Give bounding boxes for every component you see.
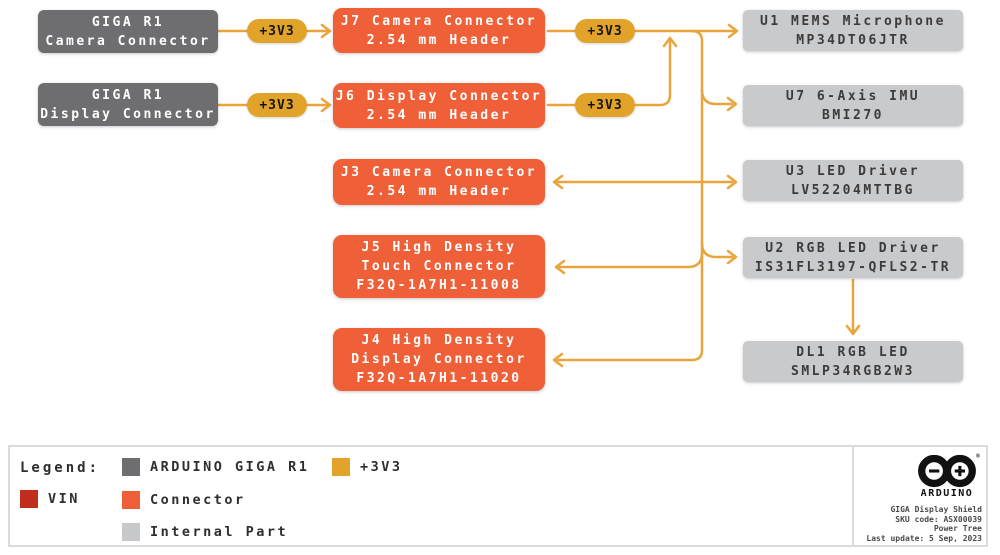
node-line: 2.54 mm Header [366, 107, 512, 123]
badge-label: +3V3 [259, 23, 295, 39]
legend-item-3v3: +3V3 [332, 458, 403, 476]
node-line: J5 High Density [361, 240, 517, 255]
legend-item-connector: Connector [122, 491, 246, 509]
node-u3-led-driver: U3 LED Driver LV52204MTTBG [743, 160, 963, 201]
node-line: J7 Camera Connector [340, 13, 538, 29]
node-line: Display Connector [40, 106, 216, 122]
node-line: BMI270 [822, 107, 884, 123]
internal-part-swatch [122, 523, 140, 541]
connector-swatch [122, 491, 140, 509]
brand-info: GIGA Display Shield SKU code: ASX00039 P… [866, 505, 982, 543]
arrow-into-u3 [726, 174, 738, 190]
brand-divider [852, 447, 854, 545]
arrow-into-u2 [726, 249, 738, 265]
arrow-into-j6 [320, 97, 332, 113]
edge-j6-rail [546, 39, 672, 107]
power-badge-3v3: +3V3 [575, 93, 635, 117]
node-line: GIGA R1 [91, 14, 165, 30]
3v3-swatch [332, 458, 350, 476]
info-last-update: Last update: 5 Sep, 2023 [866, 533, 982, 543]
node-giga-r1-camera: GIGA R1 Camera Connector [38, 10, 218, 53]
edge-rail-j5 [556, 251, 704, 269]
node-line: J6 Display Connector [335, 88, 543, 104]
power-badge-3v3: +3V3 [247, 93, 307, 117]
arrow-into-u7 [726, 96, 738, 112]
badge-label: +3V3 [587, 97, 623, 113]
node-u7-imu: U7 6-Axis IMU BMI270 [743, 85, 963, 126]
node-u1-mems-microphone: U1 MEMS Microphone MP34DT06JTR [743, 10, 963, 51]
node-line: F32Q-1A7H1-11008 [356, 278, 522, 293]
power-badge-3v3: +3V3 [247, 19, 307, 43]
edge-rail-u2 [700, 241, 734, 259]
node-j3-camera-connector: J3 Camera Connector 2.54 mm Header [333, 159, 545, 205]
node-line: U3 LED Driver [785, 163, 921, 179]
node-giga-r1-display: GIGA R1 Display Connector [38, 83, 218, 126]
node-u2-rgb-led-driver: U2 RGB LED Driver IS31FL3197-QFLS2-TR [743, 237, 963, 278]
arrow-into-j5 [554, 259, 566, 275]
arrow-into-j3 [552, 174, 564, 190]
arduino-wordmark: ARDUINO [920, 488, 974, 499]
node-j7-camera-connector: J7 Camera Connector 2.54 mm Header [333, 8, 545, 53]
svg-text:®: ® [976, 453, 980, 460]
badge-label: +3V3 [587, 23, 623, 39]
node-line: U7 6-Axis IMU [785, 88, 921, 104]
legend-label: Connector [150, 492, 246, 508]
node-line: U2 RGB LED Driver [765, 240, 941, 256]
node-line: LV52204MTTBG [791, 182, 915, 198]
info-sku: SKU code: ASX00039 [895, 514, 982, 524]
brand-block: ® ARDUINO GIGA Display Shield SKU code: … [854, 447, 988, 545]
info-product: GIGA Display Shield [890, 505, 982, 514]
legend-label: Internal Part [150, 524, 289, 540]
trunk-rail [554, 29, 704, 362]
node-line: F32Q-1A7H1-11020 [356, 371, 522, 386]
arrow-into-dl1 [845, 324, 861, 336]
power-badge-3v3: +3V3 [575, 19, 635, 43]
edge-rail-u7 [700, 88, 734, 106]
node-line: 2.54 mm Header [366, 184, 512, 199]
node-line: Display Connector [351, 352, 527, 367]
node-line: 2.54 mm Header [366, 32, 512, 48]
legend-label: +3V3 [360, 459, 403, 475]
wire-layer [216, 23, 861, 368]
node-j5-touch-connector: J5 High Density Touch Connector F32Q-1A7… [333, 235, 545, 298]
arrow-up-rail [662, 36, 678, 48]
node-line: MP34DT06JTR [796, 32, 910, 48]
legend-item-vin: VIN [20, 490, 80, 508]
legend-label: ARDUINO GIGA R1 [150, 459, 310, 475]
info-doc-type: Power Tree [933, 524, 982, 533]
arrow-into-j4 [552, 352, 564, 368]
node-j6-display-connector: J6 Display Connector 2.54 mm Header [333, 83, 545, 128]
badge-label: +3V3 [259, 97, 295, 113]
node-line: Camera Connector [45, 33, 211, 49]
legend-title: Legend: [20, 460, 101, 476]
node-j4-display-connector: J4 High Density Display Connector F32Q-1… [333, 328, 545, 391]
node-line: U1 MEMS Microphone [760, 13, 946, 29]
arrow-into-j7 [320, 23, 332, 39]
node-line: J4 High Density [361, 333, 517, 348]
giga-swatch [122, 458, 140, 476]
arrow-into-u1 [727, 23, 739, 39]
node-line: GIGA R1 [91, 87, 165, 103]
legend-panel: Legend: VIN ARDUINO GIGA R1 Connector In… [8, 445, 988, 547]
node-line: Touch Connector [361, 259, 517, 274]
legend-item-internal: Internal Part [122, 523, 288, 541]
node-line: DL1 RGB LED [796, 344, 910, 360]
arduino-logo-icon: ® [918, 453, 980, 488]
vin-swatch [20, 490, 38, 508]
node-dl1-rgb-led: DL1 RGB LED SMLP34RGB2W3 [743, 341, 963, 382]
node-line: J3 Camera Connector [340, 165, 538, 180]
legend-label: VIN [48, 491, 80, 507]
node-line: SMLP34RGB2W3 [791, 363, 915, 379]
legend-item-giga: ARDUINO GIGA R1 [122, 458, 309, 476]
node-line: IS31FL3197-QFLS2-TR [754, 259, 952, 275]
